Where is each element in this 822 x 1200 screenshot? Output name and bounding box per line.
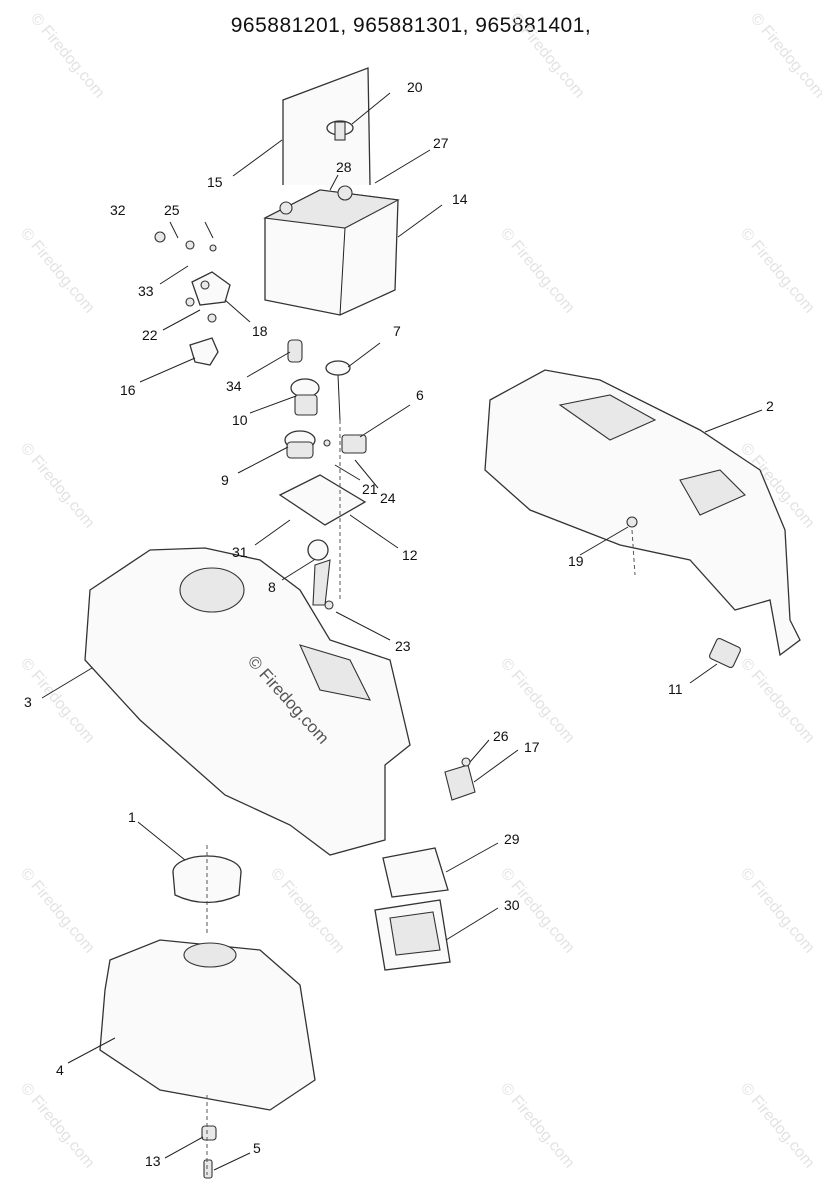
fuel-fitting <box>201 1125 217 1141</box>
callout-22: 22 <box>142 327 158 343</box>
callout-1: 1 <box>128 809 136 825</box>
callout-14: 14 <box>452 191 468 207</box>
fuel-tank <box>99 939 316 1111</box>
callout-30: 30 <box>504 897 520 913</box>
callout-7: 7 <box>393 323 401 339</box>
page-title: 965881201, 965881301, 965881401, <box>230 14 592 37</box>
callout-31: 31 <box>232 544 248 560</box>
callout-13: 13 <box>145 1153 161 1169</box>
latch-bolt <box>461 757 471 767</box>
callout-24: 24 <box>380 490 396 506</box>
callout-32: 32 <box>110 202 126 218</box>
clip <box>709 637 741 669</box>
callout-20: 20 <box>407 79 423 95</box>
control-plate <box>278 474 367 526</box>
callout-26: 26 <box>493 728 509 744</box>
callout-2: 2 <box>766 398 774 414</box>
callout-33: 33 <box>138 283 154 299</box>
callout-3: 3 <box>24 694 32 710</box>
callout-6: 6 <box>416 387 424 403</box>
rocker-switch <box>341 434 367 454</box>
callout-18: 18 <box>252 323 268 339</box>
callout-9: 9 <box>221 472 229 488</box>
screw <box>324 600 334 610</box>
callout-21: 21 <box>362 481 378 497</box>
callout-15: 15 <box>207 174 223 190</box>
bezel-opening <box>389 911 441 956</box>
rear-cover <box>484 369 801 657</box>
callout-27: 27 <box>433 135 449 151</box>
callout-25: 25 <box>164 202 180 218</box>
front-cover <box>84 547 411 856</box>
ignition-key <box>287 339 303 363</box>
callout-11: 11 <box>668 681 683 697</box>
screw <box>323 439 331 447</box>
battery-terminal-bolt <box>326 120 354 141</box>
hold-down-rod <box>282 67 371 186</box>
nut <box>626 516 638 528</box>
switch-bracket <box>154 231 231 323</box>
battery <box>263 185 400 316</box>
callout-10: 10 <box>232 412 248 428</box>
callout-8: 8 <box>268 579 276 595</box>
callout-29: 29 <box>504 831 520 847</box>
latch <box>444 764 476 801</box>
callout-4: 4 <box>56 1062 64 1078</box>
callout-34: 34 <box>226 378 242 394</box>
knob <box>325 360 351 421</box>
choke-knob <box>284 430 316 459</box>
callout-19: 19 <box>568 553 584 569</box>
callout-23: 23 <box>395 638 411 654</box>
fuel-valve <box>203 1159 213 1179</box>
callout-5: 5 <box>253 1140 261 1156</box>
callout-17: 17 <box>524 739 540 755</box>
relay <box>189 337 219 366</box>
callout-28: 28 <box>336 159 352 175</box>
choke-cable <box>307 539 331 606</box>
callout-12: 12 <box>402 547 418 563</box>
panel <box>382 847 449 898</box>
callout-16: 16 <box>120 382 136 398</box>
ignition-switch <box>290 378 320 416</box>
